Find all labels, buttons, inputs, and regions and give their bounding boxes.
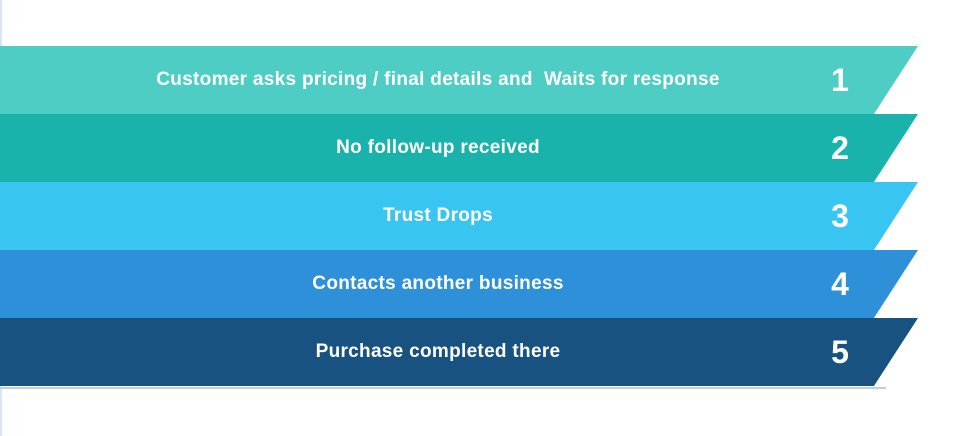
step-label: No follow-up received [336,137,540,158]
step-banner-5: Purchase completed there 5 [0,318,918,386]
step-number: 4 [831,265,849,302]
step-banner-3: Trust Drops 3 [0,182,918,250]
step-number: 2 [831,129,849,166]
step-banner-4: Contacts another business 4 [0,250,918,318]
step-label: Trust Drops [383,205,493,226]
step-label: Customer asks pricing / final details an… [156,69,720,90]
step-label: Purchase completed there [315,341,561,362]
step-number: 5 [831,333,849,370]
step-number: 3 [831,197,849,234]
bottom-edge-accent-line [0,387,886,389]
step-number: 1 [831,61,849,98]
step-banner-1: Customer asks pricing / final details an… [0,46,918,114]
step-label: Contacts another business [312,273,564,294]
step-banner-2: No follow-up received 2 [0,114,918,182]
